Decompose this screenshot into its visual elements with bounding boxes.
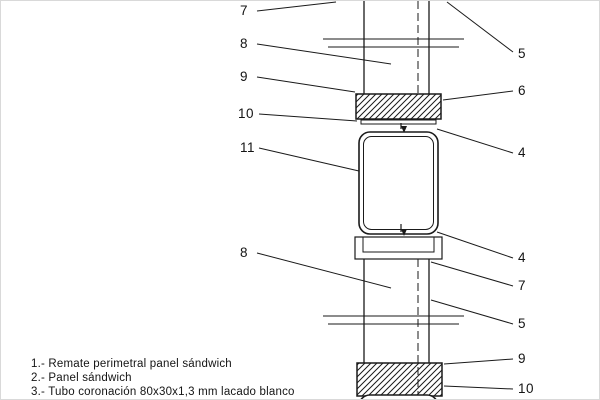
legend-item-3: 3.- Tubo coronación 80x30x1,3 mm lacado … — [31, 386, 295, 398]
callout-4-lower: 4 — [518, 250, 527, 265]
callout-10-upper: 10 — [238, 106, 255, 121]
callout-8-lower: 8 — [240, 245, 249, 260]
hatched-block-top — [355, 93, 442, 125]
legend-item-2: 2.- Panel sándwich — [31, 372, 132, 384]
callout-5-lower: 5 — [518, 316, 527, 331]
hatched-block-bottom — [356, 362, 443, 397]
callout-4-upper: 4 — [518, 145, 527, 160]
callout-6: 6 — [518, 83, 527, 98]
callout-8-upper: 8 — [240, 36, 249, 51]
callout-7-lower: 7 — [518, 278, 527, 293]
callout-10-lower: 10 — [518, 381, 535, 396]
lower-tube-profile — [360, 394, 437, 399]
callout-5-upper: 5 — [518, 46, 527, 61]
joint-lines-top — [323, 38, 464, 48]
legend: 1.- Remate perimetral panel sándwich 2.-… — [31, 357, 295, 399]
crown-tube-profile — [358, 131, 439, 235]
flashing-channel — [354, 236, 443, 260]
callout-9-lower: 9 — [518, 351, 527, 366]
legend-item-1: 1.- Remate perimetral panel sándwich — [31, 358, 232, 370]
leader-lines — [256, 1, 514, 390]
joint-lines-bottom — [323, 315, 464, 325]
callout-9-upper: 9 — [240, 69, 249, 84]
callout-7-top-left: 7 — [240, 3, 249, 18]
callout-11: 11 — [240, 140, 256, 155]
